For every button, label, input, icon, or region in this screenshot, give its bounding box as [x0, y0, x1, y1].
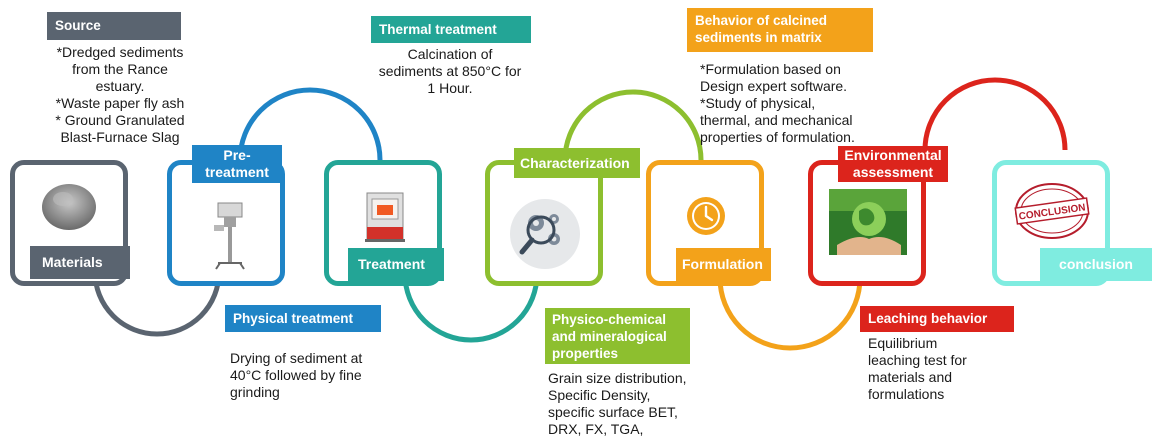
- leaching-description: Equilibrium leaching test for materials …: [868, 335, 967, 402]
- physical-treatment-header: Physical treatment: [225, 305, 381, 332]
- stage-pretreatment-label: Pre- treatment: [192, 145, 282, 183]
- thermal-treatment-header: Thermal treatment: [371, 16, 531, 43]
- physico-chemical-description: Grain size distribution, Specific Densit…: [548, 370, 687, 437]
- stage-characterization-label: Characterization: [514, 148, 640, 178]
- arc-treatment-to-characterization: [402, 273, 540, 343]
- physical-treatment-description: Drying of sediment at 40°C followed by f…: [230, 350, 363, 400]
- stage-conclusion-label: conclusion: [1040, 248, 1152, 281]
- stage-formulation-label: Formulation: [676, 248, 771, 281]
- leaching-header: Leaching behavior: [860, 306, 1014, 332]
- arc-formulation-to-environmental: [717, 277, 863, 351]
- source-header: Source: [47, 12, 181, 40]
- stage-environmental-label: Environmental assessment: [838, 146, 948, 182]
- magnifier-gears-icon: [510, 199, 580, 269]
- furnace-icon: [365, 192, 405, 242]
- conclusion-stamp-icon: CONCLUSION: [1014, 183, 1090, 239]
- thermal-treatment-description: Calcination of sediments at 850°C for 1 …: [378, 46, 522, 96]
- behavior-description: *Formulation based on Design expert soft…: [700, 61, 855, 145]
- stage-treatment-label: Treatment: [348, 248, 444, 281]
- arc-characterization-to-formulation: [562, 89, 704, 161]
- powder-pile-icon: [42, 184, 96, 230]
- grinder-machine-icon: [214, 202, 245, 270]
- stage-materials-label: Materials: [30, 246, 130, 279]
- physico-chemical-header: Physico-chemical and mineralogical prope…: [545, 308, 690, 364]
- arc-pretreatment-to-treatment: [237, 87, 383, 161]
- arc-environmental-to-conclusion: [922, 77, 1068, 151]
- arc-materials-to-pretreatment: [92, 271, 222, 337]
- source-description: *Dredged sediments from the Rance estuar…: [55, 44, 185, 145]
- globe-hands-icon: [829, 189, 907, 255]
- stage-characterization-box: [485, 160, 603, 286]
- behavior-header: Behavior of calcined sediments in matrix: [687, 8, 873, 52]
- clock-icon: [687, 197, 725, 235]
